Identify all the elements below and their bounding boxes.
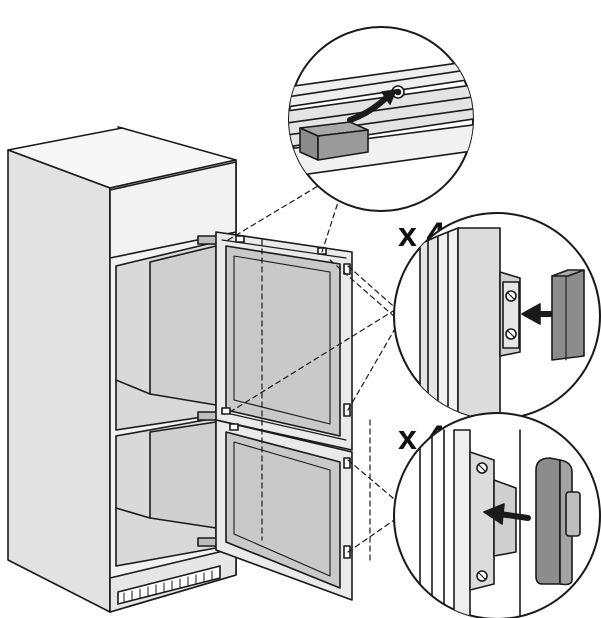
callout-bottom-clip: x 4: [393, 412, 601, 618]
arrow-icon: [347, 89, 397, 123]
hinge-upper: [197, 235, 219, 245]
cover-cap-icon: [535, 457, 581, 586]
cabinet-top-panel: [109, 161, 237, 259]
cover-cap-icon: [299, 121, 369, 161]
fridge-cabinet: [7, 126, 237, 613]
vent-grille: [117, 565, 221, 605]
screw-icon: [476, 462, 488, 582]
fridge-upper-inner-wall: [149, 245, 217, 406]
arrow-icon: [483, 503, 531, 525]
callout-middle-clip: x 4: [393, 212, 601, 420]
screw-icon: [505, 290, 517, 340]
upper-door-panel: [225, 245, 341, 437]
lower-door: [215, 419, 353, 601]
leader-lines: [227, 185, 401, 561]
cover-cap-icon: [551, 269, 585, 361]
lower-door-panel: [225, 431, 341, 589]
upper-door: [215, 231, 353, 451]
callout-top-clip: x 4: [288, 22, 474, 212]
cabinet-left-side: [7, 149, 111, 613]
hinge-lower: [197, 537, 219, 547]
fridge-lower-inner-wall: [149, 421, 217, 529]
hinge-middle: [197, 411, 219, 421]
vent-slots: [123, 570, 213, 603]
